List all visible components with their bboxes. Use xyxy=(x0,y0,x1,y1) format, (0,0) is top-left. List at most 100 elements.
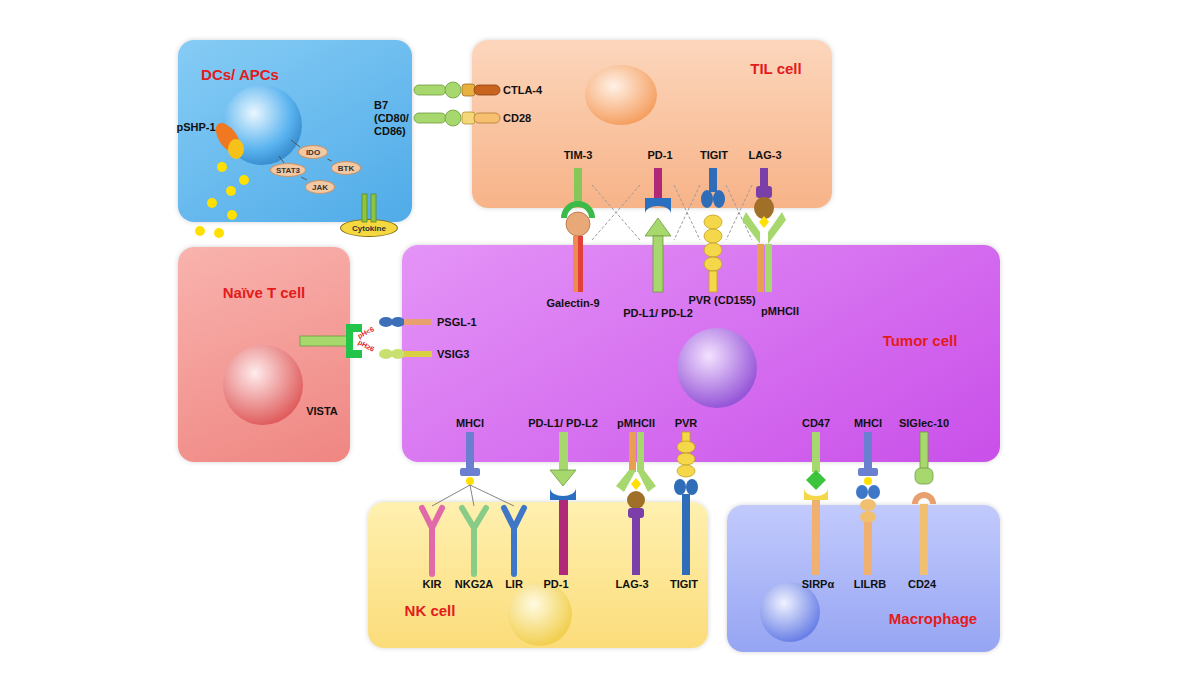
cell-title: Naïve T cell xyxy=(223,284,306,301)
pvr-ligand xyxy=(677,441,695,453)
pdl1-ligand xyxy=(645,218,671,236)
mhci-ligand xyxy=(460,432,480,485)
tigit-receptor xyxy=(713,190,725,208)
tigit-receptor xyxy=(674,479,686,495)
pvr-ligand xyxy=(682,432,690,442)
kir-receptor xyxy=(429,528,435,574)
ph-note: pH≥6 xyxy=(357,338,376,353)
pshp1-protein xyxy=(228,139,244,159)
cd28-receptor xyxy=(462,112,500,124)
b7-ligand xyxy=(445,110,461,126)
psgl1-ligand xyxy=(379,317,432,327)
cell-box: Tumor cell xyxy=(402,245,1000,462)
vista-receptor xyxy=(346,324,362,358)
nkg2a-receptor xyxy=(462,508,486,574)
cytokine-receptor xyxy=(362,194,367,222)
cell-nucleus xyxy=(677,328,757,408)
cd47-ligand xyxy=(806,470,826,490)
vista-receptor xyxy=(300,336,348,346)
mhcii-ligand xyxy=(616,432,656,492)
sirpa-receptor xyxy=(812,500,820,575)
nkg2a-receptor xyxy=(471,528,477,574)
secreted-dot xyxy=(195,226,205,236)
binding-line xyxy=(432,485,470,506)
pvr-ligand xyxy=(704,257,722,271)
b7-ligand xyxy=(445,82,461,98)
cell-title: NK cell xyxy=(405,602,456,619)
tigit-receptor xyxy=(686,479,698,495)
binding-line xyxy=(470,485,474,506)
kir-receptor xyxy=(422,508,432,528)
lilrb-receptor xyxy=(860,499,876,511)
lilrb-receptor xyxy=(856,485,880,575)
vsig3-ligand xyxy=(391,349,405,359)
cell-nucleus xyxy=(222,65,820,646)
pdl1-ligand xyxy=(550,432,576,486)
galectin9-ligand xyxy=(566,212,590,292)
crossing-dashes xyxy=(592,185,640,240)
pvr-ligand xyxy=(677,465,695,477)
crossing-dashes xyxy=(674,185,700,240)
galectin9-ligand xyxy=(573,236,578,292)
signal-line xyxy=(279,156,284,163)
tigit-receptor xyxy=(674,479,698,575)
galectin9-ligand xyxy=(566,212,590,236)
cell-title: TIL cell xyxy=(750,60,801,77)
crossing-dashes xyxy=(726,185,752,240)
tigit-receptor xyxy=(682,494,690,575)
nkg2a-receptor xyxy=(462,508,474,528)
b7-ligand xyxy=(414,113,446,123)
mhcii-ligand xyxy=(629,432,636,472)
lag3-receptor xyxy=(756,186,772,198)
cd47-ligand xyxy=(812,432,820,472)
ph-note: pH<6 xyxy=(356,325,375,340)
cell-title: Macrophage xyxy=(889,610,977,627)
tim3-receptor xyxy=(561,168,595,218)
secreted-dot xyxy=(217,162,227,172)
crossing-dashes xyxy=(592,185,752,240)
lilrb-receptor xyxy=(868,485,880,499)
secreted-dot xyxy=(226,186,236,196)
pvr-ligand xyxy=(677,432,695,477)
mhcii-ligand xyxy=(768,212,786,244)
binding-line xyxy=(432,485,514,506)
cd47-ligand xyxy=(806,432,826,490)
signal-link xyxy=(327,159,331,161)
lag3-receptor xyxy=(627,491,645,509)
cell-title: Tumor cell xyxy=(883,332,958,349)
pvr-ligand xyxy=(704,243,722,257)
signal-line xyxy=(279,140,300,163)
pvr-ligand xyxy=(704,229,722,243)
crossing-dashes xyxy=(726,185,752,240)
cytokine-receptor xyxy=(362,194,376,222)
tim3-receptor xyxy=(574,168,582,202)
mhcii-ligand xyxy=(742,212,786,292)
mhcii-ligand xyxy=(637,470,656,492)
mhcii-ligand xyxy=(616,470,636,492)
signal-molecule: IDO xyxy=(298,145,328,159)
lir-receptor xyxy=(504,508,514,528)
kir-receptor xyxy=(432,508,442,528)
cell-nucleus xyxy=(585,65,657,125)
pd1-receptor xyxy=(550,488,576,575)
pd1-receptor xyxy=(559,500,568,575)
psgl1-ligand xyxy=(379,317,393,327)
molecule-name: STAT3 xyxy=(276,166,300,175)
secreted-dot xyxy=(227,210,237,220)
lag3-receptor xyxy=(628,508,644,518)
signal-molecule: STAT3 xyxy=(270,163,306,177)
pshp1-protein xyxy=(211,119,245,157)
pdl1-ligand xyxy=(645,218,671,292)
psgl1-ligand xyxy=(404,319,432,325)
cd24-receptor xyxy=(920,504,928,575)
cell-box: DCs/ APCsIDOBTKSTAT3JAKCytokine xyxy=(178,40,412,222)
binding-line xyxy=(470,485,514,506)
pshp1-protein xyxy=(211,119,245,159)
signal-molecule: Cytokine xyxy=(340,219,398,237)
cell-box: Naïve T cell xyxy=(178,247,350,462)
pd1-receptor xyxy=(645,198,671,214)
nkg2a-receptor xyxy=(474,508,486,528)
mhci-ligand xyxy=(466,432,474,470)
mhcii-ligand xyxy=(631,478,641,490)
